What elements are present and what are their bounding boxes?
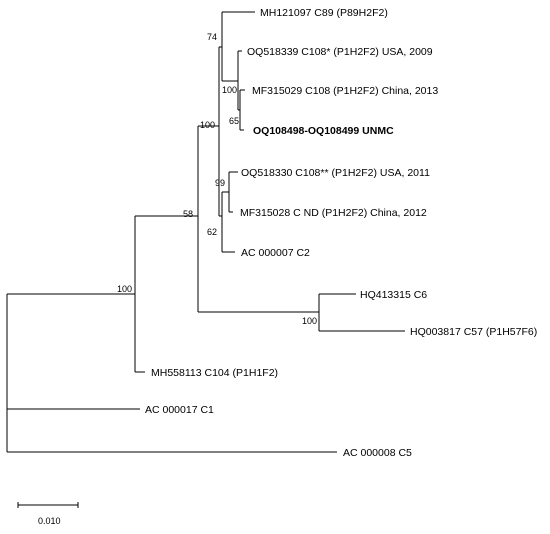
bootstrap-label: 62 — [207, 227, 217, 237]
bootstrap-label: 99 — [215, 178, 225, 188]
taxon-label-t6: MF315028 C ND (P1H2F2) China, 2012 — [240, 207, 427, 219]
bootstrap-label: 100 — [117, 284, 132, 294]
scale-bar-label: 0.010 — [38, 516, 61, 526]
taxon-label-t4: OQ108498-OQ108499 UNMC — [253, 125, 394, 137]
taxon-label-t10: MH558113 C104 (P1H1F2) — [151, 367, 278, 379]
bootstrap-label: 100 — [200, 120, 215, 130]
taxon-label-t7: AC 000007 C2 — [241, 247, 310, 259]
bootstrap-label: 100 — [222, 85, 237, 95]
taxon-label-t1: MH121097 C89 (P89H2F2) — [260, 7, 388, 19]
taxon-label-t9: HQ003817 C57 (P1H57F6) — [410, 326, 537, 338]
bootstrap-label: 58 — [183, 209, 193, 219]
taxon-label-t5: OQ518330 C108** (P1H2F2) USA, 2011 — [241, 167, 430, 179]
taxon-label-t3: MF315029 C108 (P1H2F2) China, 2013 — [252, 85, 438, 97]
taxon-labels: MH121097 C89 (P89H2F2) OQ518339 C108* (P… — [145, 7, 537, 459]
taxon-label-t8: HQ413315 C6 — [360, 289, 427, 301]
tree-branches — [6, 11, 405, 453]
scale-bar: 0.010 — [17, 502, 79, 526]
bootstrap-values: 65 100 74 99 62 100 100 58 100 — [117, 32, 317, 326]
bootstrap-label: 65 — [229, 116, 239, 126]
bootstrap-label: 100 — [302, 316, 317, 326]
bootstrap-label: 74 — [207, 32, 217, 42]
taxon-label-t2: OQ518339 C108* (P1H2F2) USA, 2009 — [247, 46, 433, 58]
taxon-label-t12: AC 000008 C5 — [343, 447, 412, 459]
taxon-label-t11: AC 000017 C1 — [145, 404, 214, 416]
